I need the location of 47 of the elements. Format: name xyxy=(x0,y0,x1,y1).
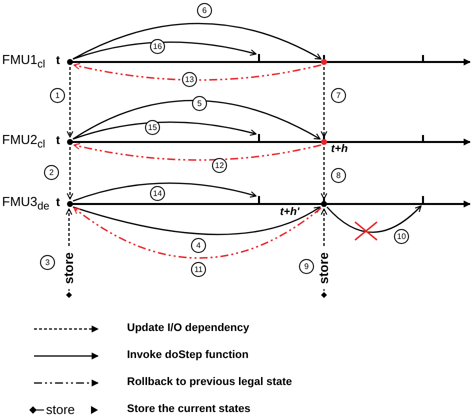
arrow xyxy=(66,67,74,138)
edge-label: 3 xyxy=(40,255,55,270)
edge-label: 6 xyxy=(197,3,212,18)
store-label: store xyxy=(61,251,77,286)
legend-text: Update I/O dependency xyxy=(127,322,250,334)
arrow xyxy=(326,205,422,233)
edge-label: 12 xyxy=(212,158,227,173)
edge-label: 10 xyxy=(394,229,409,244)
arrow xyxy=(73,207,322,259)
arrow xyxy=(72,22,322,60)
arrow xyxy=(72,100,321,140)
edge-label: 13 xyxy=(182,72,197,87)
edge-label: 14 xyxy=(150,186,165,201)
arrow xyxy=(320,147,328,200)
arrow xyxy=(66,147,74,200)
time-label: t xyxy=(56,53,60,67)
row-label: FMU3$_{de}$ xyxy=(2,194,50,213)
row-label: FMU2$_{cl}$ xyxy=(2,132,46,151)
legend-text: Rollback to previous legal state xyxy=(127,376,292,388)
arrow xyxy=(320,208,328,246)
edge-label: 16 xyxy=(150,39,165,54)
edge-label: 11 xyxy=(191,262,206,277)
store-label: store xyxy=(46,402,75,417)
arrow xyxy=(72,122,257,140)
edge-label: 1 xyxy=(50,88,65,103)
arrow xyxy=(73,142,322,161)
time-label: t xyxy=(56,195,60,209)
legend-text: Invoke doStep function xyxy=(127,349,249,361)
edge-label: 4 xyxy=(191,238,206,253)
time-label: t xyxy=(56,133,60,147)
time-label: t+h xyxy=(331,143,348,155)
row-label: FMU1$_{cl}$ xyxy=(2,52,46,71)
store-label: store xyxy=(316,251,332,286)
arrow xyxy=(73,62,322,81)
legend-text: Store the current states xyxy=(127,403,250,415)
edge-label: 15 xyxy=(145,120,160,135)
edge-label: 7 xyxy=(331,88,346,103)
edge-label: 8 xyxy=(331,168,346,183)
time-label: t+h' xyxy=(280,206,300,218)
arrow xyxy=(72,182,257,202)
edge-label: 2 xyxy=(44,165,59,180)
arrow xyxy=(72,206,321,236)
arrow xyxy=(320,67,328,138)
edge-label: 9 xyxy=(299,259,314,274)
arrow xyxy=(72,42,257,60)
arrow xyxy=(66,208,72,246)
edge-label: 5 xyxy=(192,96,207,111)
